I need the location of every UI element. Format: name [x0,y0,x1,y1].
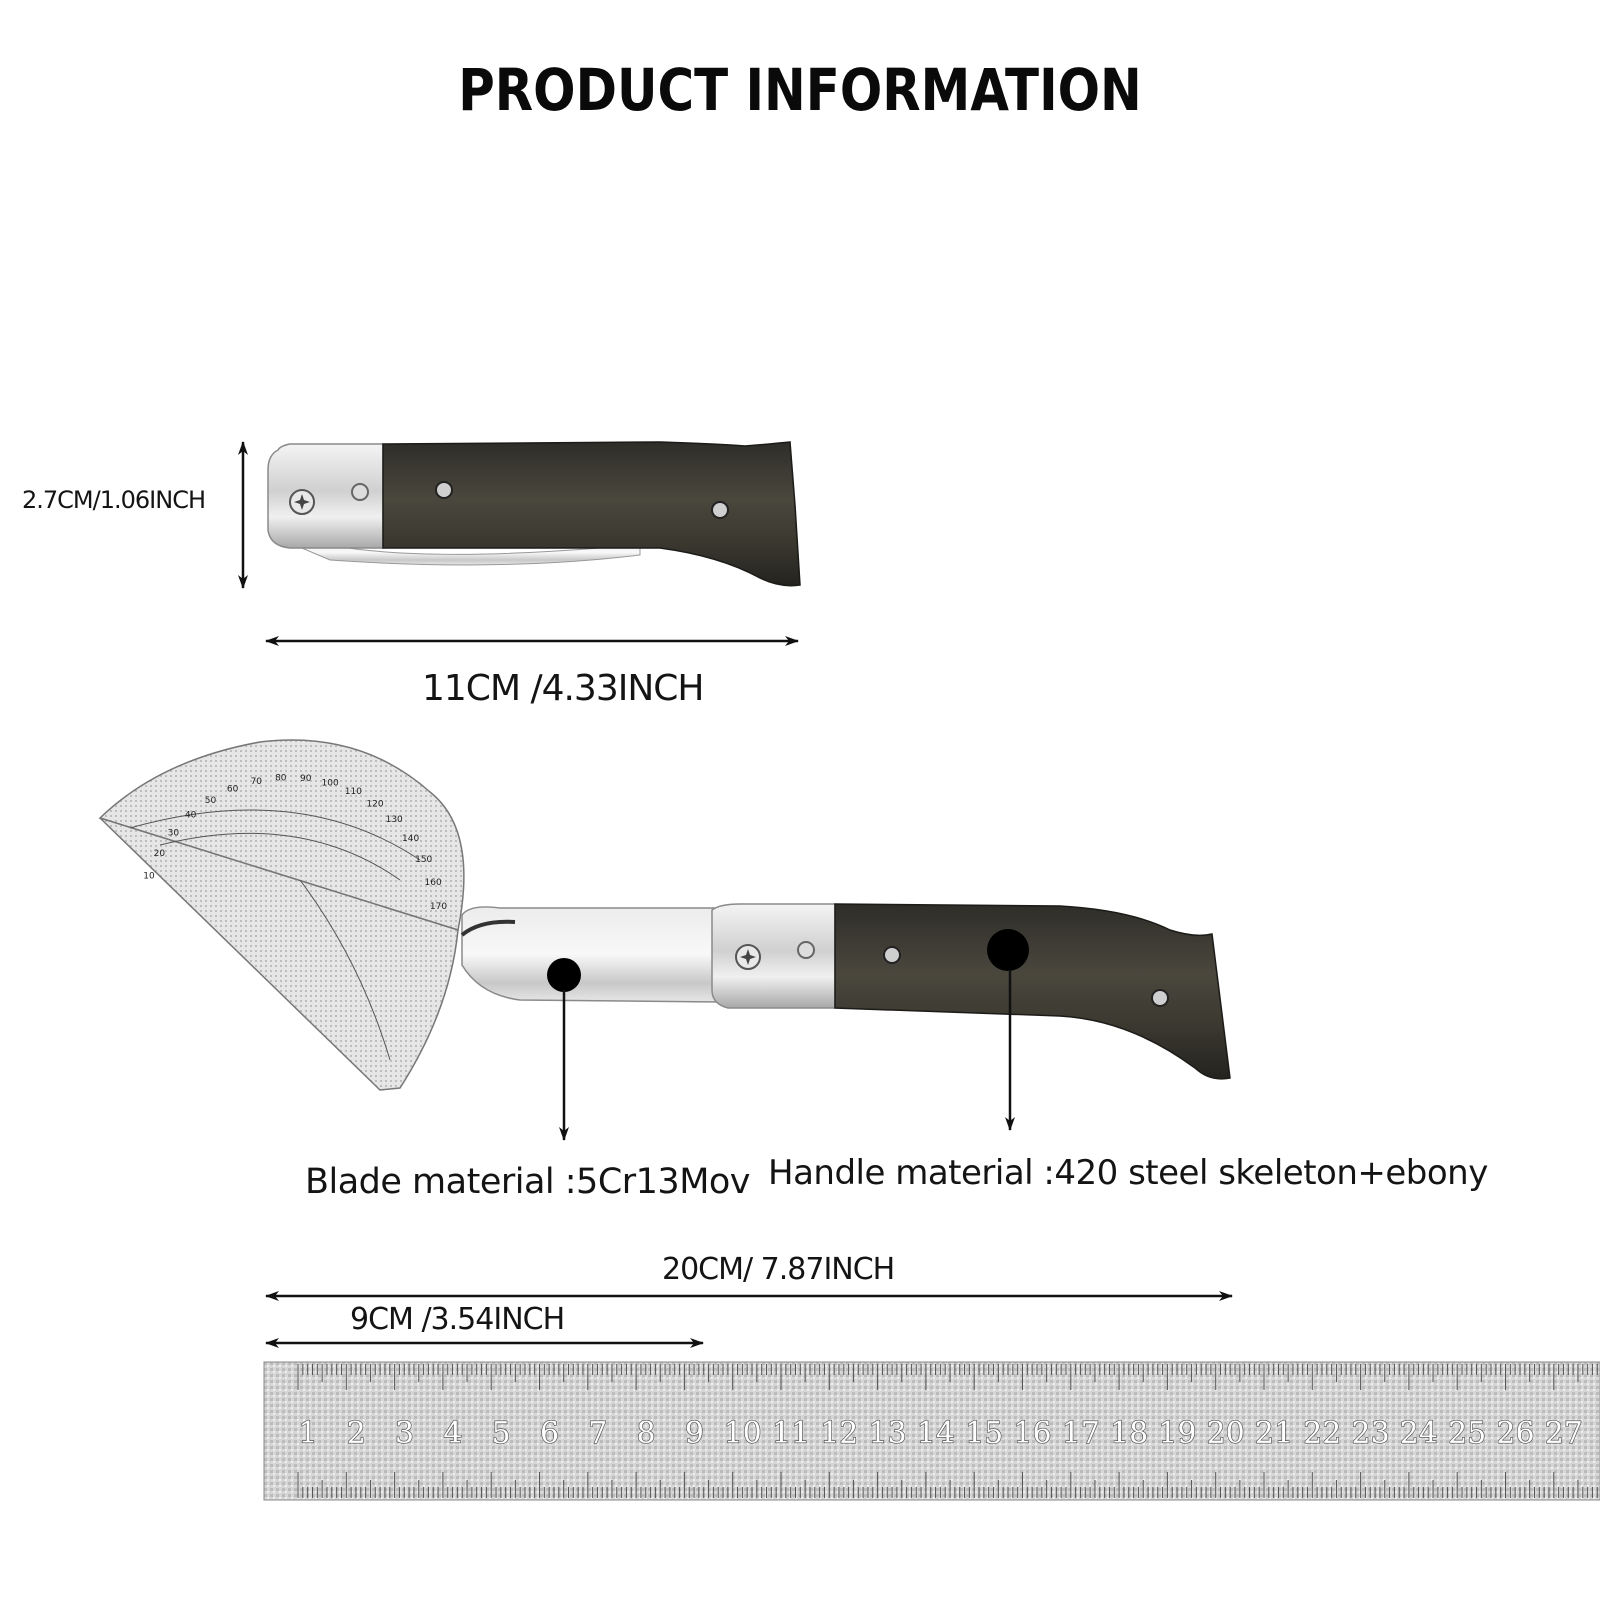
ruler-number: 2 [347,1416,366,1451]
closed-knife-handle [382,441,801,587]
open-knife-blade-tip-mark [460,919,516,937]
ruler-number: 23 [1352,1416,1390,1451]
protractor-number: 80 [275,773,287,783]
open-knife-blade [461,906,721,1003]
ruler-number: 3 [395,1416,414,1451]
ruler-number: 24 [1400,1416,1438,1451]
closed-knife-bolster [267,443,384,549]
blade-callout-dot [547,958,581,992]
ruler-number: 8 [637,1416,656,1451]
ruler-number: 26 [1496,1416,1534,1451]
ruler-number: 22 [1303,1416,1341,1451]
protractor-number: 20 [154,849,166,859]
protractor-number: 60 [227,784,239,794]
closed-knife [267,441,801,587]
protractor-number: 90 [300,774,312,784]
ruler-number: 16 [1013,1416,1051,1451]
ruler-number: 19 [1158,1416,1196,1451]
closed-length-label: 11CM /4.33INCH [422,668,704,709]
blade-material-label: Blade material :5Cr13Mov [305,1162,751,1202]
handle-callout-dot [987,929,1029,971]
ruler-number: 17 [1062,1416,1100,1451]
ruler-body [263,1361,1600,1501]
ruler-number: 13 [869,1416,907,1451]
protractor-number: 170 [430,902,447,912]
protractor-number: 130 [386,815,403,825]
ruler-number: 5 [492,1416,511,1451]
ruler-number: 14 [917,1416,955,1451]
open-knife-screw-a [883,946,901,964]
ruler-number: 7 [588,1416,607,1451]
handle-material-label: Handle material :420 steel skeleton+ebon… [768,1153,1488,1193]
open-knife-bolster [711,903,836,1009]
ruler-number: 4 [443,1416,462,1451]
ruler-number: 18 [1110,1416,1148,1451]
ruler-number: 15 [965,1416,1003,1451]
ruler-number: 10 [724,1416,762,1451]
protractor-number: 140 [402,834,419,844]
protractor-lower-arc [99,817,459,1091]
protractor-number: 30 [168,829,180,839]
ruler-number: 9 [685,1416,704,1451]
ruler-number: 25 [1448,1416,1486,1451]
open-knife [460,903,1231,1080]
protractor-number: 110 [345,787,362,797]
closed-knife-screw-a [435,481,453,499]
ruler-number: 21 [1255,1416,1293,1451]
closed-knife-pin [351,483,369,501]
page-title: PRODUCT INFORMATION [458,56,1142,124]
ruler-number: 11 [772,1416,810,1451]
open-knife-screw-b [1151,989,1169,1007]
protractor-number: 10 [143,872,155,882]
protractor-number: 150 [415,855,432,865]
protractor-number: 160 [425,878,442,888]
protractor-number: 120 [366,799,383,809]
protractor-number: 40 [185,811,197,821]
overall-length-label: 20CM/ 7.87INCH [662,1252,895,1287]
ruler-number: 27 [1545,1416,1583,1451]
closed-knife-screw-b [711,501,729,519]
ruler-number: 20 [1207,1416,1245,1451]
handle-height-label: 2.7CM/1.06INCH [22,486,206,514]
open-knife-pin [797,941,815,959]
protractor-number: 50 [205,796,217,806]
protractor-number: 100 [322,779,339,789]
protractor-number: 70 [251,777,263,787]
blade-length-label: 9CM /3.54INCH [350,1302,565,1337]
ruler-number: 1 [298,1416,317,1451]
ruler-number: 12 [820,1416,858,1451]
ruler-number: 6 [540,1416,559,1451]
ruler-ticks [297,1364,1598,1498]
open-knife-handle [834,903,1231,1080]
